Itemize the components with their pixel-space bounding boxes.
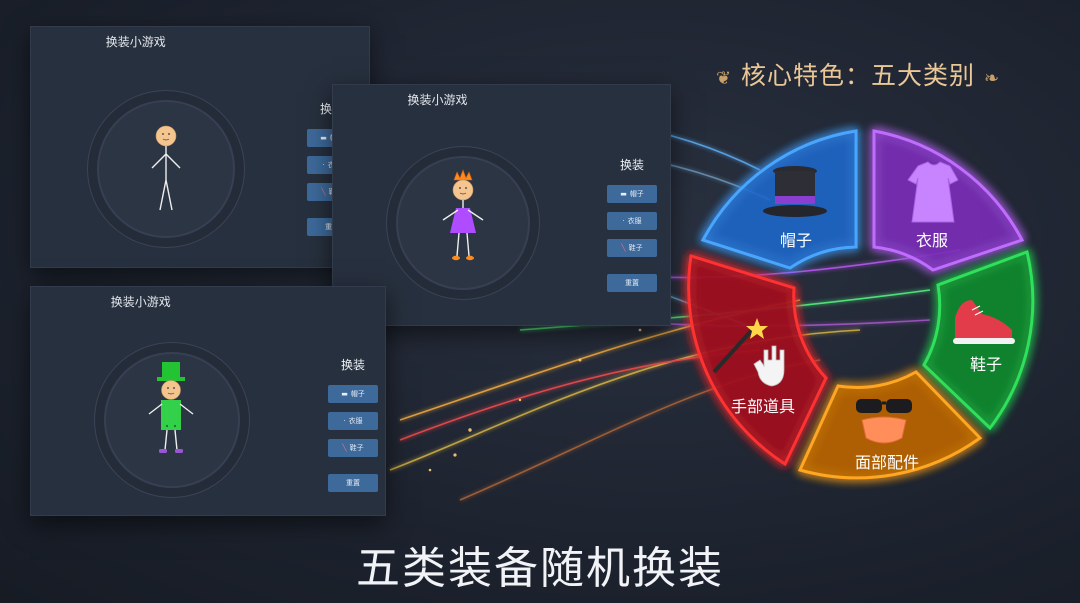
stick-figure-green bbox=[148, 362, 194, 453]
shoes-button[interactable]: ╲鞋子 bbox=[328, 439, 378, 457]
window-title: 换装小游戏 bbox=[407, 93, 468, 107]
character-stage bbox=[396, 156, 530, 290]
main-caption: 五类装备随机换装 bbox=[356, 543, 724, 594]
shoes-button[interactable]: ╲鞋子 bbox=[607, 239, 657, 257]
reset-button[interactable]: 重置 bbox=[607, 274, 657, 292]
magic-wand-glove-icon bbox=[712, 318, 785, 387]
shoe-icon: ╲ bbox=[321, 188, 326, 196]
shirt-icon: · bbox=[322, 161, 325, 169]
window-title: 换装小游戏 bbox=[105, 35, 166, 49]
hat-icon: ▬ bbox=[620, 190, 627, 198]
hat-button[interactable]: ▬帽子 bbox=[607, 185, 657, 203]
left-ornament-icon: ❦ bbox=[716, 68, 733, 89]
shirt-icon: · bbox=[343, 417, 346, 425]
glasses-mask-icon bbox=[856, 399, 912, 444]
category-segment-clothes[interactable]: 衣服 bbox=[872, 129, 1025, 272]
category-segment-hand[interactable]: 手部道具 bbox=[687, 254, 828, 467]
stick-figure-princess bbox=[442, 169, 484, 261]
shirt-icon: · bbox=[622, 217, 625, 225]
control-panel: 换装 ▬帽子 ·衣服 ╲鞋子 重置 bbox=[607, 156, 657, 301]
shoe-icon: ╲ bbox=[621, 244, 626, 252]
control-title: 换装 bbox=[340, 358, 365, 372]
character-stage bbox=[97, 100, 235, 238]
dress-icon bbox=[907, 161, 959, 223]
clothes-button[interactable]: ·衣服 bbox=[607, 212, 657, 230]
game-window-1: 换装小游戏 换装 ▬帽子 ·衣服 ╲鞋子 重置 bbox=[30, 26, 370, 268]
category-label-face: 面部配件 bbox=[855, 453, 919, 472]
category-label-shoes: 鞋子 bbox=[970, 355, 1002, 374]
category-label-hat: 帽子 bbox=[780, 231, 812, 250]
hat-icon: ▬ bbox=[341, 390, 348, 398]
category-label-clothes: 衣服 bbox=[916, 231, 948, 250]
hat-icon: ▬ bbox=[320, 134, 327, 142]
shoe-icon: ╲ bbox=[342, 444, 347, 452]
category-label-hand: 手部道具 bbox=[731, 397, 795, 416]
stick-figure-plain bbox=[151, 125, 181, 211]
character-stage bbox=[104, 352, 240, 488]
right-ornament-icon: ❧ bbox=[984, 68, 1001, 89]
window-title: 换装小游戏 bbox=[110, 295, 171, 309]
top-hat-icon bbox=[763, 166, 827, 217]
category-segment-face[interactable]: 面部配件 bbox=[797, 370, 983, 480]
control-title: 换装 bbox=[619, 158, 644, 172]
category-segment-shoes[interactable]: 鞋子 bbox=[922, 250, 1035, 431]
sneaker-icon bbox=[953, 300, 1015, 344]
control-panel: 换装 ▬帽子 ·衣服 ╲鞋子 重置 bbox=[328, 356, 378, 501]
hat-button[interactable]: ▬帽子 bbox=[328, 385, 378, 403]
reset-button[interactable]: 重置 bbox=[328, 474, 378, 492]
game-window-3: 换装小游戏 换装 ▬帽子 ·衣服 ╲鞋子 重置 bbox=[30, 286, 386, 516]
category-segment-hat[interactable]: 帽子 bbox=[700, 129, 858, 270]
game-window-2: 换装小游戏 换装 ▬帽子 ·衣服 ╲鞋子 重置 bbox=[332, 84, 671, 326]
clothes-button[interactable]: ·衣服 bbox=[328, 412, 378, 430]
feature-heading: ❦ 核心特色：五大类别 ❧ bbox=[716, 61, 1001, 90]
